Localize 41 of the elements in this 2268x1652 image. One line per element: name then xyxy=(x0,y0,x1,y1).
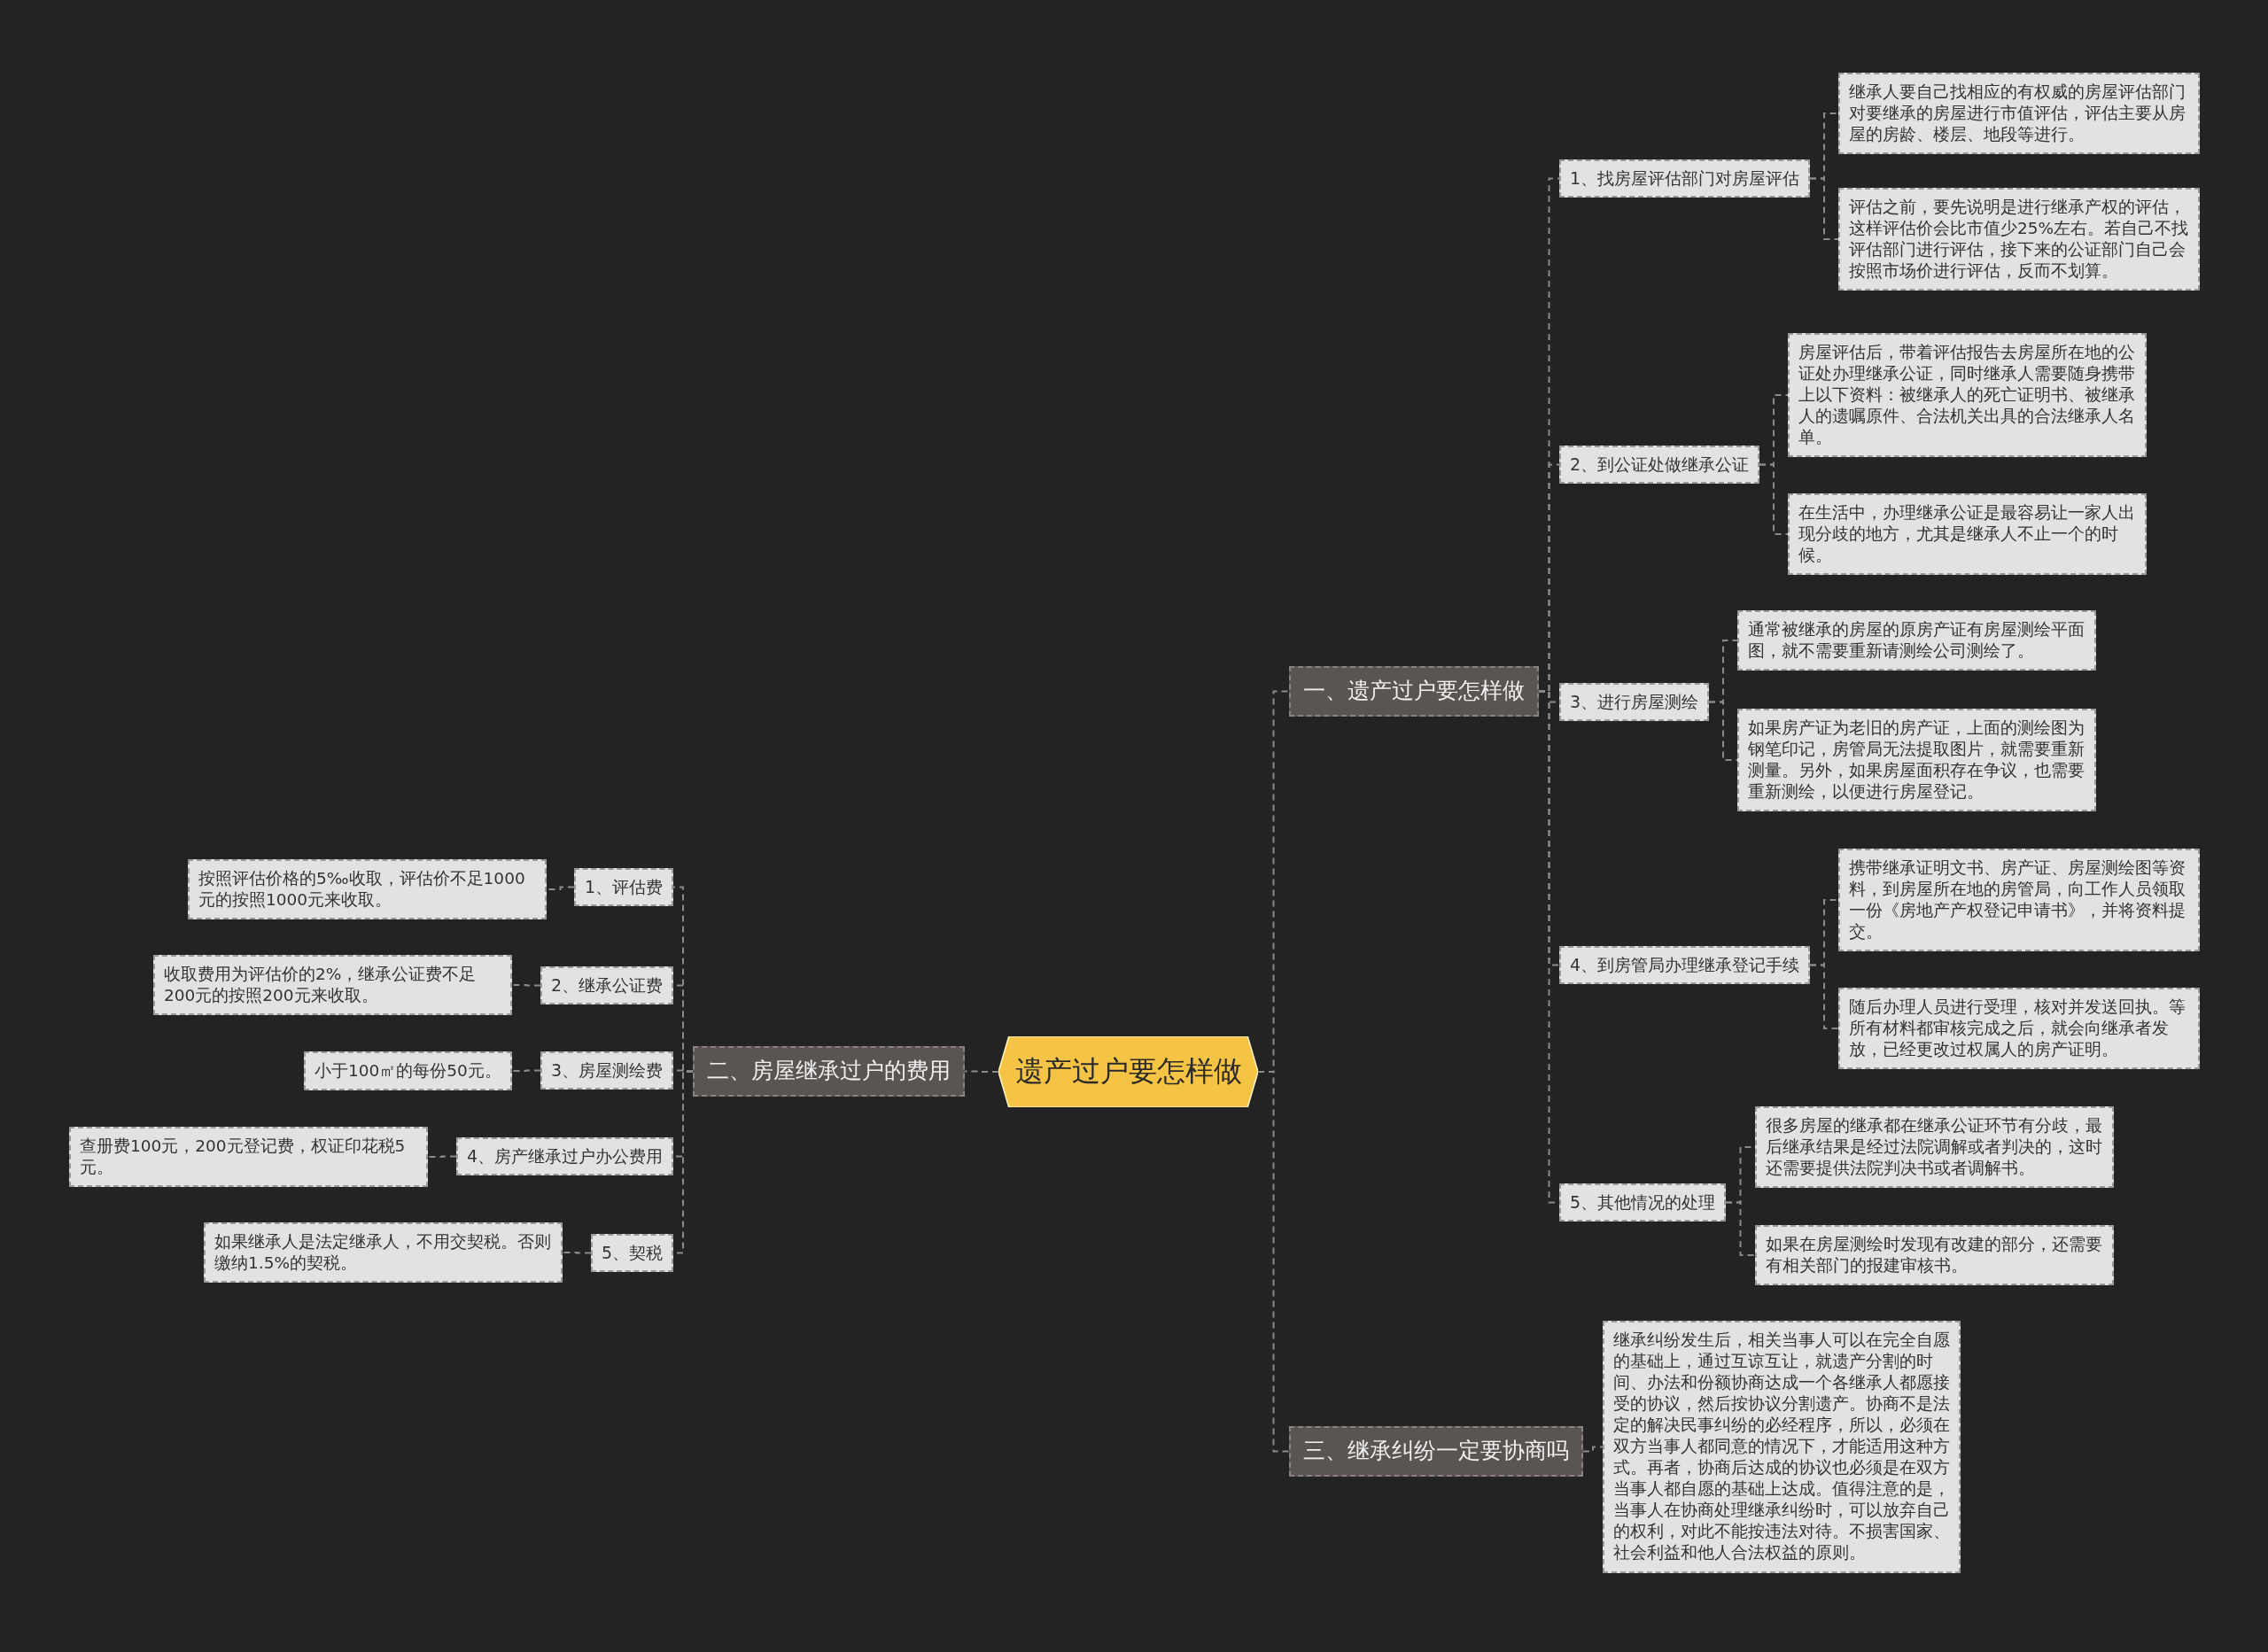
subtopic-box: 5、其他情况的处理 xyxy=(1559,1183,1727,1222)
note-box: 收取费用为评估价的2%，继承公证费不足200元的按照200元来收取。 xyxy=(153,955,512,1016)
subtopic-box: 1、找房屋评估部门对房屋评估 xyxy=(1559,159,1811,198)
note-box: 小于100㎡的每份50元。 xyxy=(304,1051,512,1091)
subtopic-box: 2、继承公证费 xyxy=(540,966,674,1004)
branch-topic: 二、房屋继承过户的费用 xyxy=(693,1046,965,1097)
subtopic-box: 1、评估费 xyxy=(574,868,674,906)
note-box: 房屋评估后，带着评估报告去房屋所在地的公证处办理继承公证，同时继承人需要随身携带上以下资料：被继承人的死亡证明书、被继承人的遗嘱原件、合法机关出具的合法继承人名单。 xyxy=(1788,333,2147,458)
note-box: 很多房屋的继承都在继承公证环节有分歧，最后继承结果是经过法院调解或者判决的，这时还需要提供法院判决书或者调解书。 xyxy=(1755,1106,2114,1189)
connector-line xyxy=(511,984,541,987)
note-box: 如果房产证为老旧的房产证，上面的测绘图为钢笔印记，房管局无法提取图片，就需要重新测量。另外，如果房屋面积存在争议，也需要重新测绘，以便进行房屋登记。 xyxy=(1737,709,2096,812)
subtopic-box: 5、契税 xyxy=(591,1234,674,1272)
note-box: 通常被继承的房屋的原房产证有房屋测绘平面图，就不需要重新请测绘公司测绘了。 xyxy=(1737,610,2096,671)
connector-line xyxy=(1725,1201,1756,1256)
branch-topic: 三、继承纠纷一定要协商吗 xyxy=(1289,1426,1583,1477)
note-box: 在生活中，办理继承公证是最容易让一家人出现分歧的地方，尤其是继承人不止一个的时候。 xyxy=(1788,493,2147,576)
note-box: 评估之前，要先说明是进行继承产权的评估，这样评估价会比市值少25%左右。若自己不找评估部门进行评估，接下来的公证部门自己会按照市场价进行评估，反而不划算。 xyxy=(1838,188,2200,291)
note-box: 携带继承证明文书、房产证、房屋测绘图等资料，到房屋所在地的房管局，向工作人员领取一份《房地产产权登记申请书》，并将资料提交。 xyxy=(1838,849,2200,952)
note-box: 随后办理人员进行受理，核对并发送回执。等所有材料都审核完成之后，就会向继承者发放，已经更改过权属人的房产证明。 xyxy=(1838,988,2200,1070)
connector-line xyxy=(1809,177,1839,240)
connector-line xyxy=(562,1252,592,1254)
note-box: 如果继承人是法定继承人，不用交契税。否则缴纳1.5%的契税。 xyxy=(204,1222,563,1284)
subtopic-box: 4、房产继承过户办公费用 xyxy=(456,1137,674,1175)
connector-line xyxy=(1708,701,1738,761)
connector-line xyxy=(964,1070,999,1073)
connector-line xyxy=(511,1069,541,1072)
connector-line xyxy=(1759,463,1789,535)
connector-line xyxy=(1809,964,1839,1029)
branch-topic: 一、遗产过户要怎样做 xyxy=(1289,666,1539,717)
note-box: 继承纠纷发生后，相关当事人可以在完全自愿的基础上，通过互谅互让，就遗产分割的时间、办法和份额协商达成一个各继承人都愿接受的协议，然后按协议分割遗产。协商不是法定的解决民事纠纷的必经程序，所以，必须在双方当事人都同意的情况下，才能适用这种方式。再者，协商后达成的协议也必须是在双方当事人都自愿的基础上达成。值得注意的是，当事人在协商处理继承纠纷时，可以放弃自己的权利，对此不能按违法对待。不损害国家、社会利益和他人合法权益的原则。 xyxy=(1603,1321,1961,1573)
subtopic-box: 2、到公证处做继承公证 xyxy=(1559,446,1760,484)
note-box: 如果在房屋测绘时发现有改建的部分，还需要有相关部门的报建审核书。 xyxy=(1755,1225,2114,1286)
note-box: 继承人要自己找相应的有权威的房屋评估部门对要继承的房屋进行市值评估，评估主要从房屋的房龄、楼层、地段等进行。 xyxy=(1838,73,2200,155)
note-box: 按照评估价格的5‰收取，评估价不足1000元的按照1000元来收取。 xyxy=(188,859,547,920)
subtopic-box: 3、房屋测绘费 xyxy=(540,1051,674,1090)
subtopic-box: 3、进行房屋测绘 xyxy=(1559,683,1710,721)
connector-line xyxy=(1582,1446,1604,1453)
subtopic-box: 4、到房管局办理继承登记手续 xyxy=(1559,946,1811,984)
root-topic: 遗产过户要怎样做 xyxy=(998,1036,1258,1107)
connector-line xyxy=(427,1155,457,1158)
note-box: 查册费100元，200元登记费，权证印花税5元。 xyxy=(69,1127,428,1188)
